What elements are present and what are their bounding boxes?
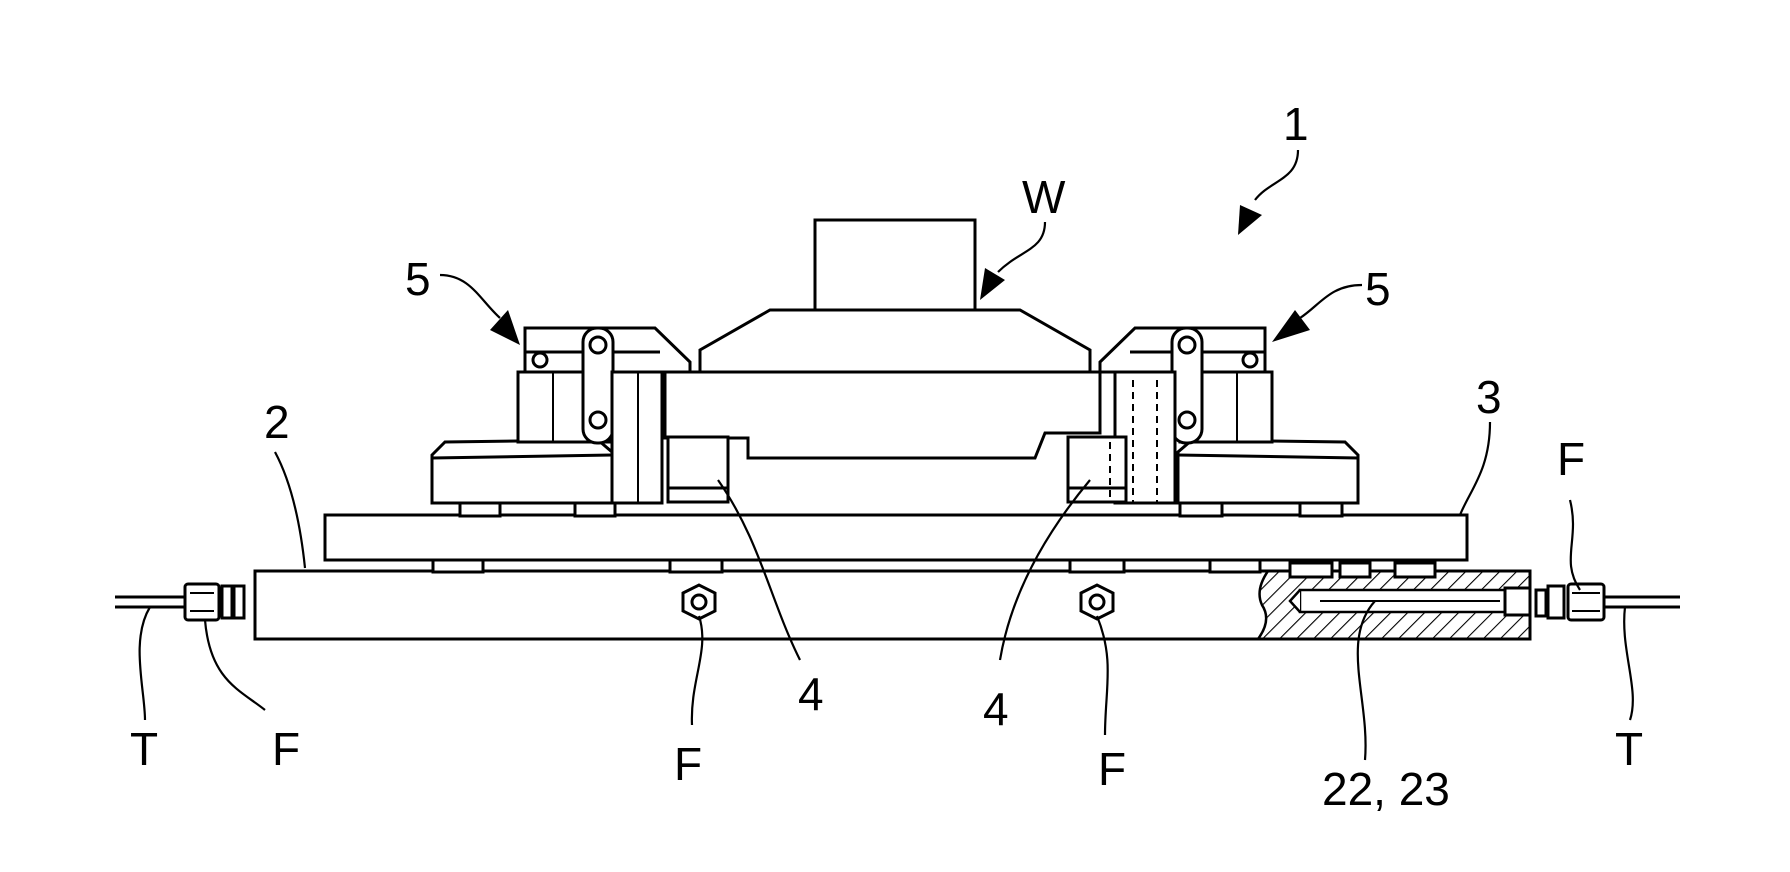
label-fitting-left: F xyxy=(272,723,300,775)
label-base-plate: 2 xyxy=(264,396,290,448)
arrow-clamp-left xyxy=(490,310,520,345)
label-clamp-left: 5 xyxy=(405,253,431,305)
label-tube-right: T xyxy=(1615,723,1643,775)
label-fitting-center-left: F xyxy=(674,738,702,790)
clamp-right xyxy=(1100,328,1358,503)
label-pallet: 3 xyxy=(1476,371,1502,423)
locator-left xyxy=(668,437,728,502)
label-tube-left: T xyxy=(130,723,158,775)
arrow-1 xyxy=(1238,205,1262,235)
fitting-center-right xyxy=(1081,585,1113,619)
fitting-center-left xyxy=(683,585,715,619)
label-workpiece: W xyxy=(1022,171,1066,223)
base-plate xyxy=(255,563,1530,639)
pallet xyxy=(325,515,1467,560)
clamp-left xyxy=(432,328,690,503)
label-locator-left: 4 xyxy=(798,668,824,720)
arrow-w xyxy=(980,268,1005,300)
label-assembly: 1 xyxy=(1283,98,1309,150)
label-fitting-center-right: F xyxy=(1098,743,1126,795)
fixture-plate xyxy=(665,372,1100,458)
label-clamp-right: 5 xyxy=(1365,263,1391,315)
label-locator-right: 4 xyxy=(983,683,1009,735)
workpiece xyxy=(700,220,1090,372)
tube-left xyxy=(115,597,185,607)
locator-right xyxy=(1068,437,1126,502)
fitting-left xyxy=(185,584,244,620)
tube-right xyxy=(1605,597,1680,607)
fitting-right xyxy=(1536,584,1604,620)
label-passage: 22, 23 xyxy=(1322,763,1450,815)
label-fitting-top-right: F xyxy=(1557,433,1585,485)
